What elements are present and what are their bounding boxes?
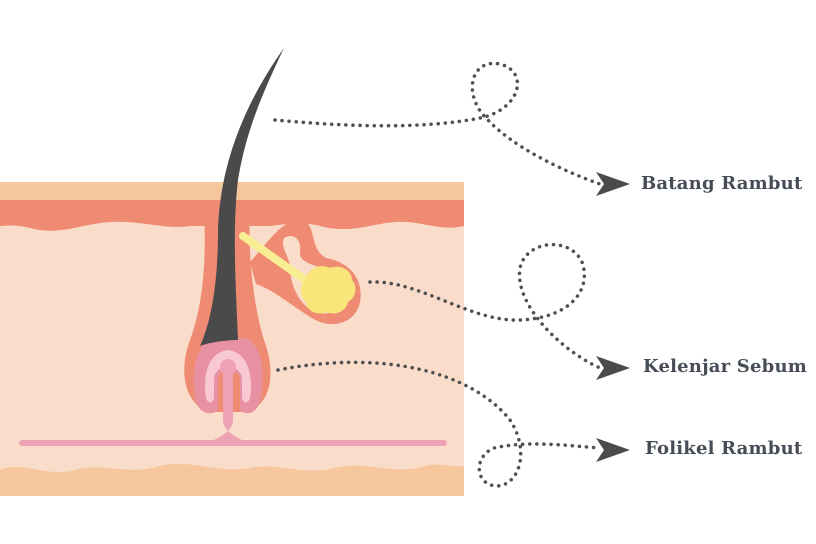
arrowhead-sebaceous-gland xyxy=(596,356,630,380)
arrowhead-hair-follicle xyxy=(596,438,630,462)
hair-shaft xyxy=(200,48,284,346)
label-hair-shaft: Batang Rambut xyxy=(641,173,803,194)
connector-hair-shaft xyxy=(273,61,602,186)
dermal-papilla xyxy=(204,350,252,403)
papilla-stalk xyxy=(214,372,242,440)
sebum-duct xyxy=(239,232,312,286)
fat-layer xyxy=(0,463,464,496)
connector-hair-follicle xyxy=(276,360,602,488)
label-sebaceous-gland: Kelenjar Sebum xyxy=(643,356,807,377)
label-hair-follicle: Folikel Rambut xyxy=(645,438,803,459)
connector-sebaceous-gland xyxy=(368,242,602,370)
arrowhead-hair-shaft xyxy=(596,172,630,196)
papilla-tip xyxy=(220,359,236,375)
sebum-gland xyxy=(300,266,356,314)
